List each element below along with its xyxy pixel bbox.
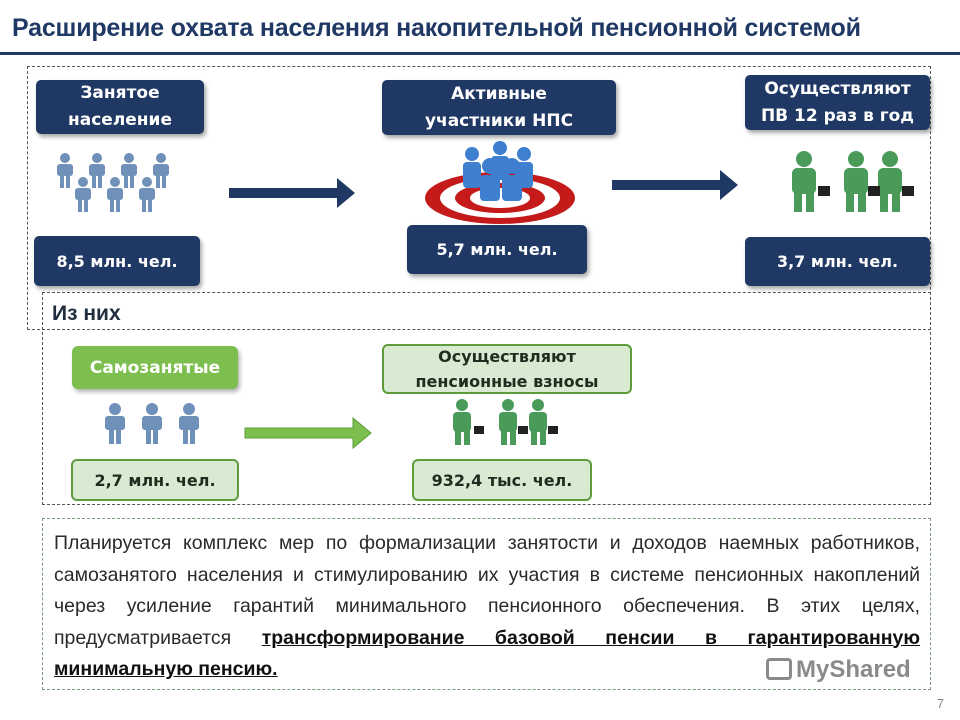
contributors-label-line1: Осуществляют xyxy=(438,347,576,366)
self-employed-label-box: Самозанятые xyxy=(72,346,238,389)
watermark-text: MyShared xyxy=(796,656,911,683)
arrow-employed-to-active xyxy=(229,178,355,208)
contributors-value-box: 932,4 тыс. чел. xyxy=(412,459,592,501)
business-people-icon xyxy=(792,151,914,212)
self-employed-value: 2,7 млн. чел. xyxy=(94,470,216,490)
pv-label-line2: ПВ 12 раз в год xyxy=(760,105,915,126)
paragraph-frame xyxy=(42,518,931,690)
pv-label-line1: Осуществляют xyxy=(764,78,911,99)
self-employed-people-icon xyxy=(105,403,199,444)
employed-value-box: 8,5 млн. чел. xyxy=(34,236,200,286)
employed-label-line1: Занятое xyxy=(80,83,160,103)
plan-paragraph-text: Планируется комплекс мер по формализации… xyxy=(54,532,920,649)
arrow-active-to-pv xyxy=(612,170,738,200)
contributors-value: 932,4 тыс. чел. xyxy=(431,470,573,490)
title-underline xyxy=(0,52,960,55)
watermark-icon xyxy=(766,658,792,680)
active-value-box: 5,7 млн. чел. xyxy=(407,225,587,274)
watermark-logo: MyShared xyxy=(766,656,911,684)
plan-paragraph: Планируется комплекс мер по формализации… xyxy=(54,528,920,686)
plan-paragraph-emphasis: трансформирование базовой пенсии в гаран… xyxy=(54,626,921,681)
page-number: 7 xyxy=(936,696,944,711)
active-label-box: Активные участники НПС xyxy=(382,80,616,135)
employed-value: 8,5 млн. чел. xyxy=(56,251,178,271)
pv-value-box: 3,7 млн. чел. xyxy=(745,237,930,286)
pv-label-box: Осуществляют ПВ 12 раз в год xyxy=(745,75,930,130)
top-section-frame xyxy=(27,66,931,330)
sub-section-frame xyxy=(42,292,931,505)
pv-value: 3,7 млн. чел. xyxy=(776,252,899,271)
active-label-line1: Активные xyxy=(451,83,547,104)
employed-people-icon xyxy=(57,153,169,212)
self-employed-label: Самозанятые xyxy=(89,357,221,378)
contributors-people-icon xyxy=(453,399,558,445)
page-title: Расширение охвата населения накопительно… xyxy=(12,14,861,42)
arrow-self-employed-to-contributors xyxy=(244,416,372,450)
contributors-label-box: Осуществляют пенсионные взносы xyxy=(382,344,632,394)
sub-section-heading: Из них xyxy=(52,302,121,325)
self-employed-value-box: 2,7 млн. чел. xyxy=(71,459,239,501)
employed-label-box: Занятое население xyxy=(36,80,204,134)
active-label-line2: участники НПС xyxy=(424,110,574,131)
employed-label-line2: население xyxy=(68,110,172,130)
target-people-icon xyxy=(425,141,575,224)
contributors-label-line2: пенсионные взносы xyxy=(415,372,599,391)
active-value: 5,7 млн. чел. xyxy=(436,240,558,259)
